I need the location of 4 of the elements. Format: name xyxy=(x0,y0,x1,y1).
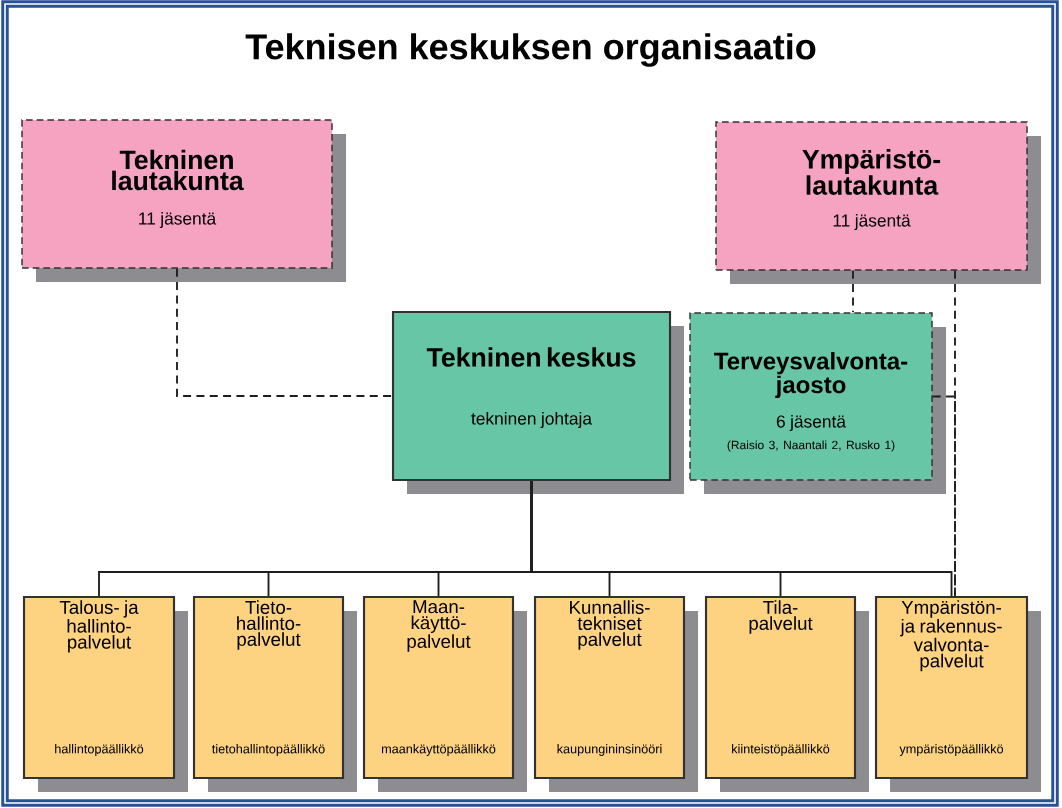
title: Teknisen keskuksen organisaatio xyxy=(245,33,816,67)
connector-line xyxy=(530,480,953,597)
connector-line xyxy=(176,267,393,397)
connector-line xyxy=(931,395,956,597)
